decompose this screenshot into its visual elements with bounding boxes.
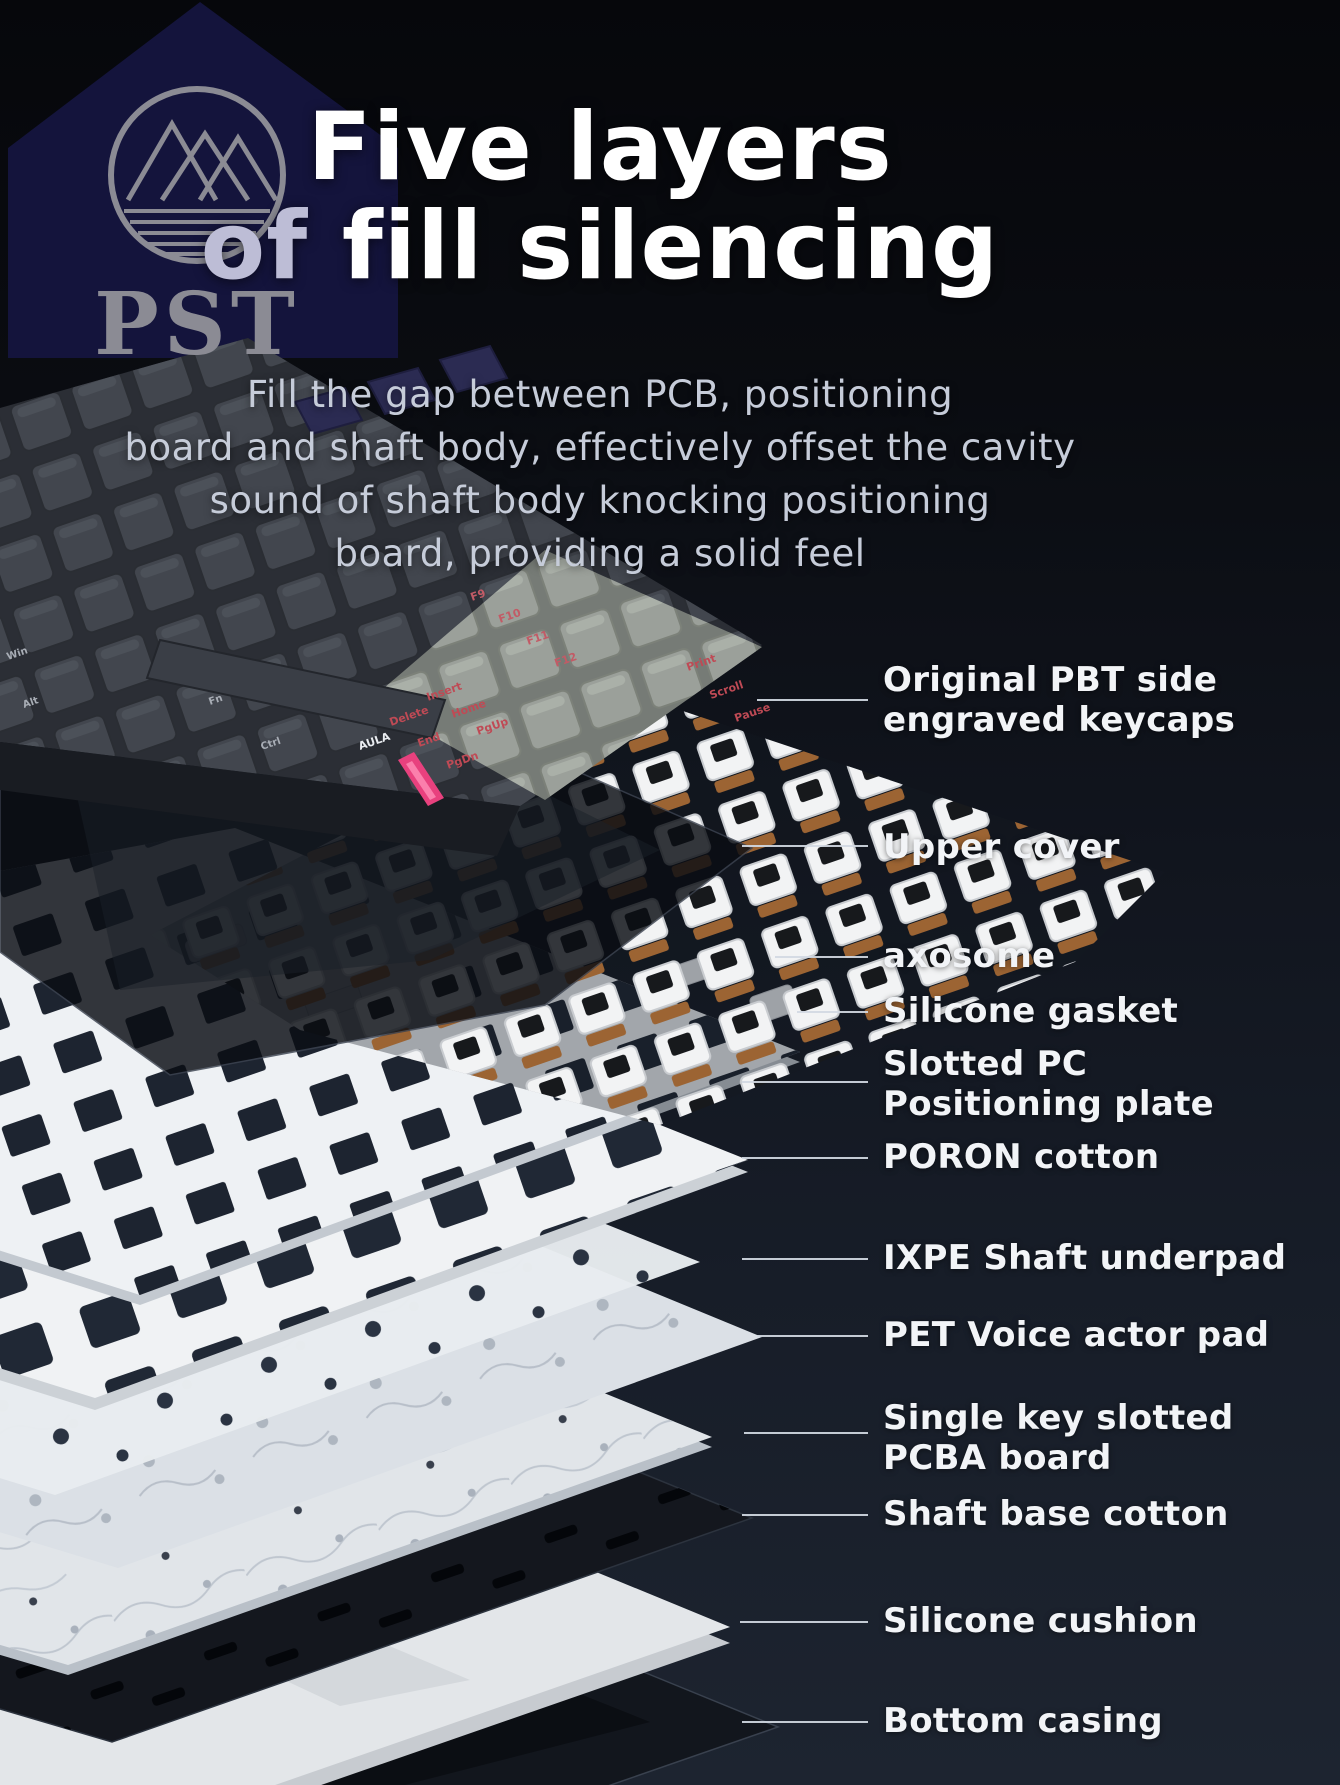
title-accent-word: of [200,192,309,301]
keycap-legend: Fn [207,693,224,708]
keyboard-assembled-layer [0,338,762,856]
title-line-2: of fill silencing [201,197,1000,296]
title-line-1: Five layers [307,93,893,202]
page-title: Five layers of fill silencing [201,98,1000,296]
layer-label-pcba: Single key slotted PCBA board [883,1398,1234,1478]
layer-label-keycaps: Original PBT side engraved keycaps [883,660,1236,740]
keycap-legend: Scroll [708,678,745,702]
callout-lines [740,699,868,1723]
pst-logo-text: PST [94,274,300,375]
layer-label-poron: PORON cotton [883,1137,1160,1177]
title-line-2-rest: fill silencing [308,192,1000,301]
layer-label-cotton: Shaft base cotton [883,1494,1229,1534]
pst-logo-panel [8,2,398,358]
layer-label-cushion: Silicone cushion [883,1601,1198,1641]
front-bezel [0,742,520,856]
layer-label-gasket: Silicone gasket [883,991,1179,1031]
keycap-legend: Pause [733,700,772,724]
layer-label-pet: PET Voice actor pad [883,1315,1270,1355]
keycap-legend: F9 [469,587,488,604]
spacebar-keycap [145,638,447,740]
layer-label-upper-cover: Upper cover [883,827,1120,867]
layer-label-axosome: axosome [883,936,1056,976]
layer-label-ixpe: IXPE Shaft underpad [883,1238,1287,1278]
navy-top-keycaps [293,344,509,436]
keycap-legend: Alt [21,695,40,711]
layer-label-bottom-casing: Bottom casing [883,1701,1163,1741]
layer-label-plate: Slotted PC Positioning plate [883,1044,1215,1124]
subtitle: Fill the gap between PCB, positioning bo… [124,373,1076,575]
pst-logo-emblem [108,86,286,264]
